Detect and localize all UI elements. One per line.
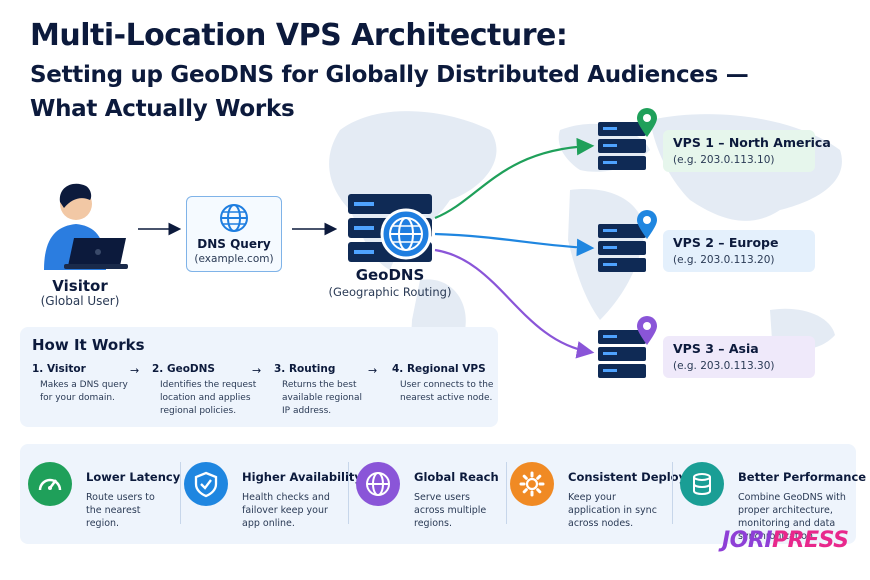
benefit-global-reach: Global Reach Serve users across multiple… — [356, 460, 524, 530]
step-title: 3. Routing — [274, 363, 336, 375]
visitor-laptop-icon — [44, 183, 128, 270]
dns-query-domain: (example.com) — [194, 253, 274, 265]
how-it-works-title: How It Works — [32, 336, 145, 354]
dns-query-label: DNS Query — [197, 237, 271, 251]
benefit-title: Global Reach — [414, 470, 499, 484]
vps-2-name: VPS 2 – Europe — [673, 235, 779, 250]
vps-2-card: VPS 2 – Europe (e.g. 203.0.113.20) — [663, 230, 815, 272]
brand-word-1: JORI — [722, 528, 773, 553]
vps-3-ip: (e.g. 203.0.113.30) — [673, 360, 775, 372]
geodns-server-icon — [348, 194, 432, 262]
step-description: User connects to the nearest active node… — [400, 380, 494, 403]
divider — [348, 462, 349, 524]
benefit-description: Serve users across multiple regions. — [414, 492, 487, 529]
page-subtitle: Setting up GeoDNS for Globally Distribut… — [30, 62, 749, 122]
step-description: Makes a DNS query for your domain. — [40, 380, 128, 403]
step-arrow-icon: → — [130, 364, 140, 377]
step-geodns: 2. GeoDNS Identifies the request locatio… — [152, 363, 262, 416]
benefit-description: Combine GeoDNS with proper architecture,… — [738, 492, 846, 542]
brand-word-2: PRESS — [772, 528, 849, 553]
vps-1-ip: (e.g. 203.0.113.10) — [673, 154, 775, 166]
benefit-title: Lower Latency — [86, 470, 181, 484]
vps-3-card: VPS 3 – Asia (e.g. 203.0.113.30) — [663, 336, 815, 378]
location-pin-icon — [637, 108, 657, 137]
vps-1-card: VPS 1 – North America (e.g. 203.0.113.10… — [663, 130, 831, 172]
vps-3-server-icon — [598, 330, 646, 378]
benefit-higher-availability: Higher Availability Health checks and fa… — [184, 460, 362, 530]
benefit-title: Higher Availability — [242, 470, 362, 484]
gear-icon — [510, 462, 554, 506]
divider — [180, 462, 181, 524]
route-to-vps-3 — [434, 248, 595, 359]
divider — [506, 462, 507, 524]
route-to-vps-2 — [434, 232, 595, 257]
benefit-description: Route users to the nearest region. — [86, 492, 155, 529]
vps-3-name: VPS 3 – Asia — [673, 341, 759, 356]
globe-icon — [220, 204, 248, 232]
speedometer-icon — [28, 462, 72, 506]
how-it-works-panel: How It Works 1. Visitor Makes a DNS quer… — [20, 327, 498, 427]
divider — [672, 462, 673, 524]
database-icon — [680, 462, 724, 506]
benefit-better-performance: Better Performance Combine GeoDNS with p… — [680, 460, 866, 542]
step-title: 2. GeoDNS — [152, 363, 215, 375]
benefit-lower-latency: Lower Latency Route users to the nearest… — [28, 460, 196, 530]
vps-2-ip: (e.g. 203.0.113.20) — [673, 254, 775, 266]
visitor-sublabel: (Global User) — [40, 294, 120, 308]
vps-1-server-icon — [598, 122, 646, 170]
location-pin-icon — [637, 210, 657, 239]
benefit-title: Better Performance — [738, 470, 867, 484]
step-title: 1. Visitor — [32, 363, 86, 375]
brand-logo: JORIPRESS — [722, 528, 849, 553]
step-regional-vps: 4. Regional VPS User connects to the nea… — [392, 363, 502, 403]
geodns-label: GeoDNS — [355, 266, 425, 284]
step-title: 4. Regional VPS — [392, 363, 486, 375]
benefit-description: Keep your application in sync across nod… — [568, 492, 657, 529]
step-routing: 3. Routing Returns the best available re… — [274, 363, 384, 416]
route-to-vps-1 — [434, 137, 595, 220]
vps-1-name: VPS 1 – North America — [673, 135, 831, 150]
benefit-description: Health checks and failover keep your app… — [242, 492, 330, 529]
page-title: Multi-Location VPS Architecture: — [30, 18, 568, 53]
geodns-sublabel: (Geographic Routing) — [328, 285, 452, 299]
step-description: Identifies the request location and appl… — [160, 380, 257, 416]
step-arrow-icon: → — [252, 364, 262, 377]
step-arrow-icon: → — [368, 364, 378, 377]
step-visitor: 1. Visitor Makes a DNS query for your do… — [32, 363, 142, 403]
benefit-consistent-deployment: Consistent Deployment Keep your applicat… — [510, 460, 720, 530]
visitor-label: Visitor — [52, 277, 108, 295]
location-pin-icon — [637, 316, 657, 345]
benefits-panel: Lower Latency Route users to the nearest… — [20, 444, 866, 544]
shield-check-icon — [184, 462, 228, 506]
globe-icon — [356, 462, 400, 506]
step-description: Returns the best available regional IP a… — [282, 380, 362, 416]
vps-2-server-icon — [598, 224, 646, 272]
dns-query-box — [186, 196, 282, 272]
